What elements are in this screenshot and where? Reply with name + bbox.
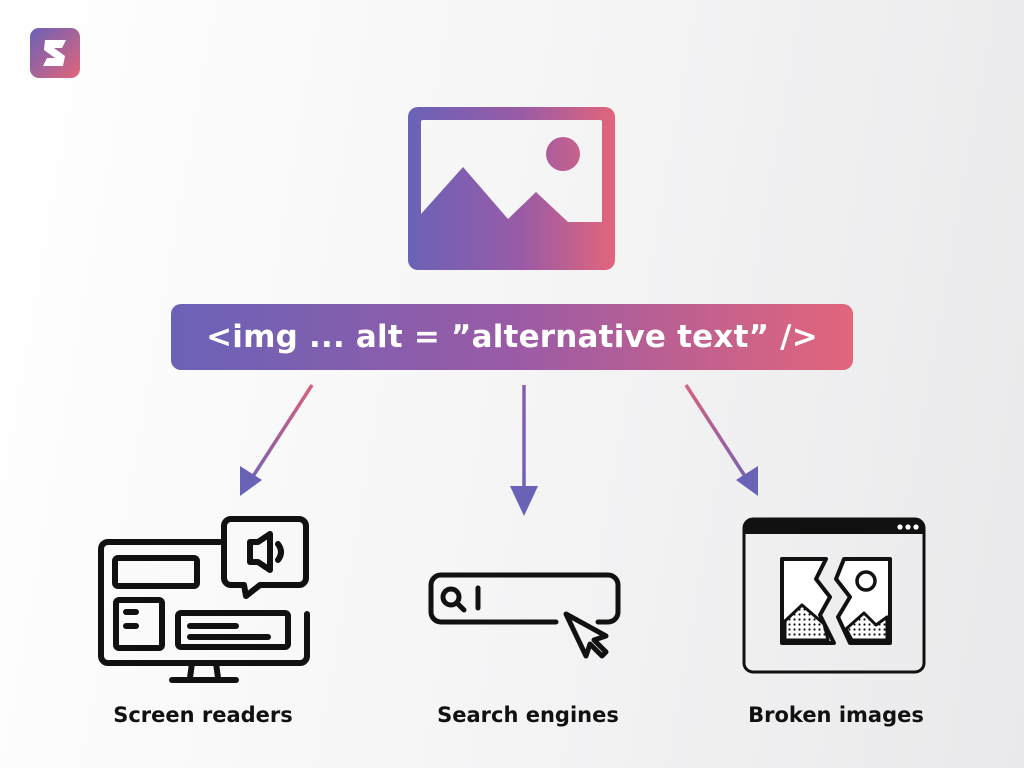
alt-attribute-code-text: <img ... alt = ”alternative text” />	[206, 319, 818, 355]
arrow-to-broken-images	[684, 384, 758, 496]
image-icon	[408, 107, 615, 270]
arrow-to-search-engines	[510, 385, 538, 516]
broken-images-label: Broken images	[748, 703, 924, 727]
search-bar-icon	[428, 572, 621, 659]
brand-s-logo-icon	[30, 28, 80, 78]
screen-reader-monitor-icon	[98, 516, 310, 683]
search-engines-label: Search engines	[437, 703, 619, 727]
arrow-to-screen-readers	[240, 384, 314, 496]
screen-readers-label: Screen readers	[113, 703, 293, 727]
alt-attribute-code-pill: <img ... alt = ”alternative text” />	[171, 304, 853, 370]
broken-image-icon	[742, 517, 926, 674]
